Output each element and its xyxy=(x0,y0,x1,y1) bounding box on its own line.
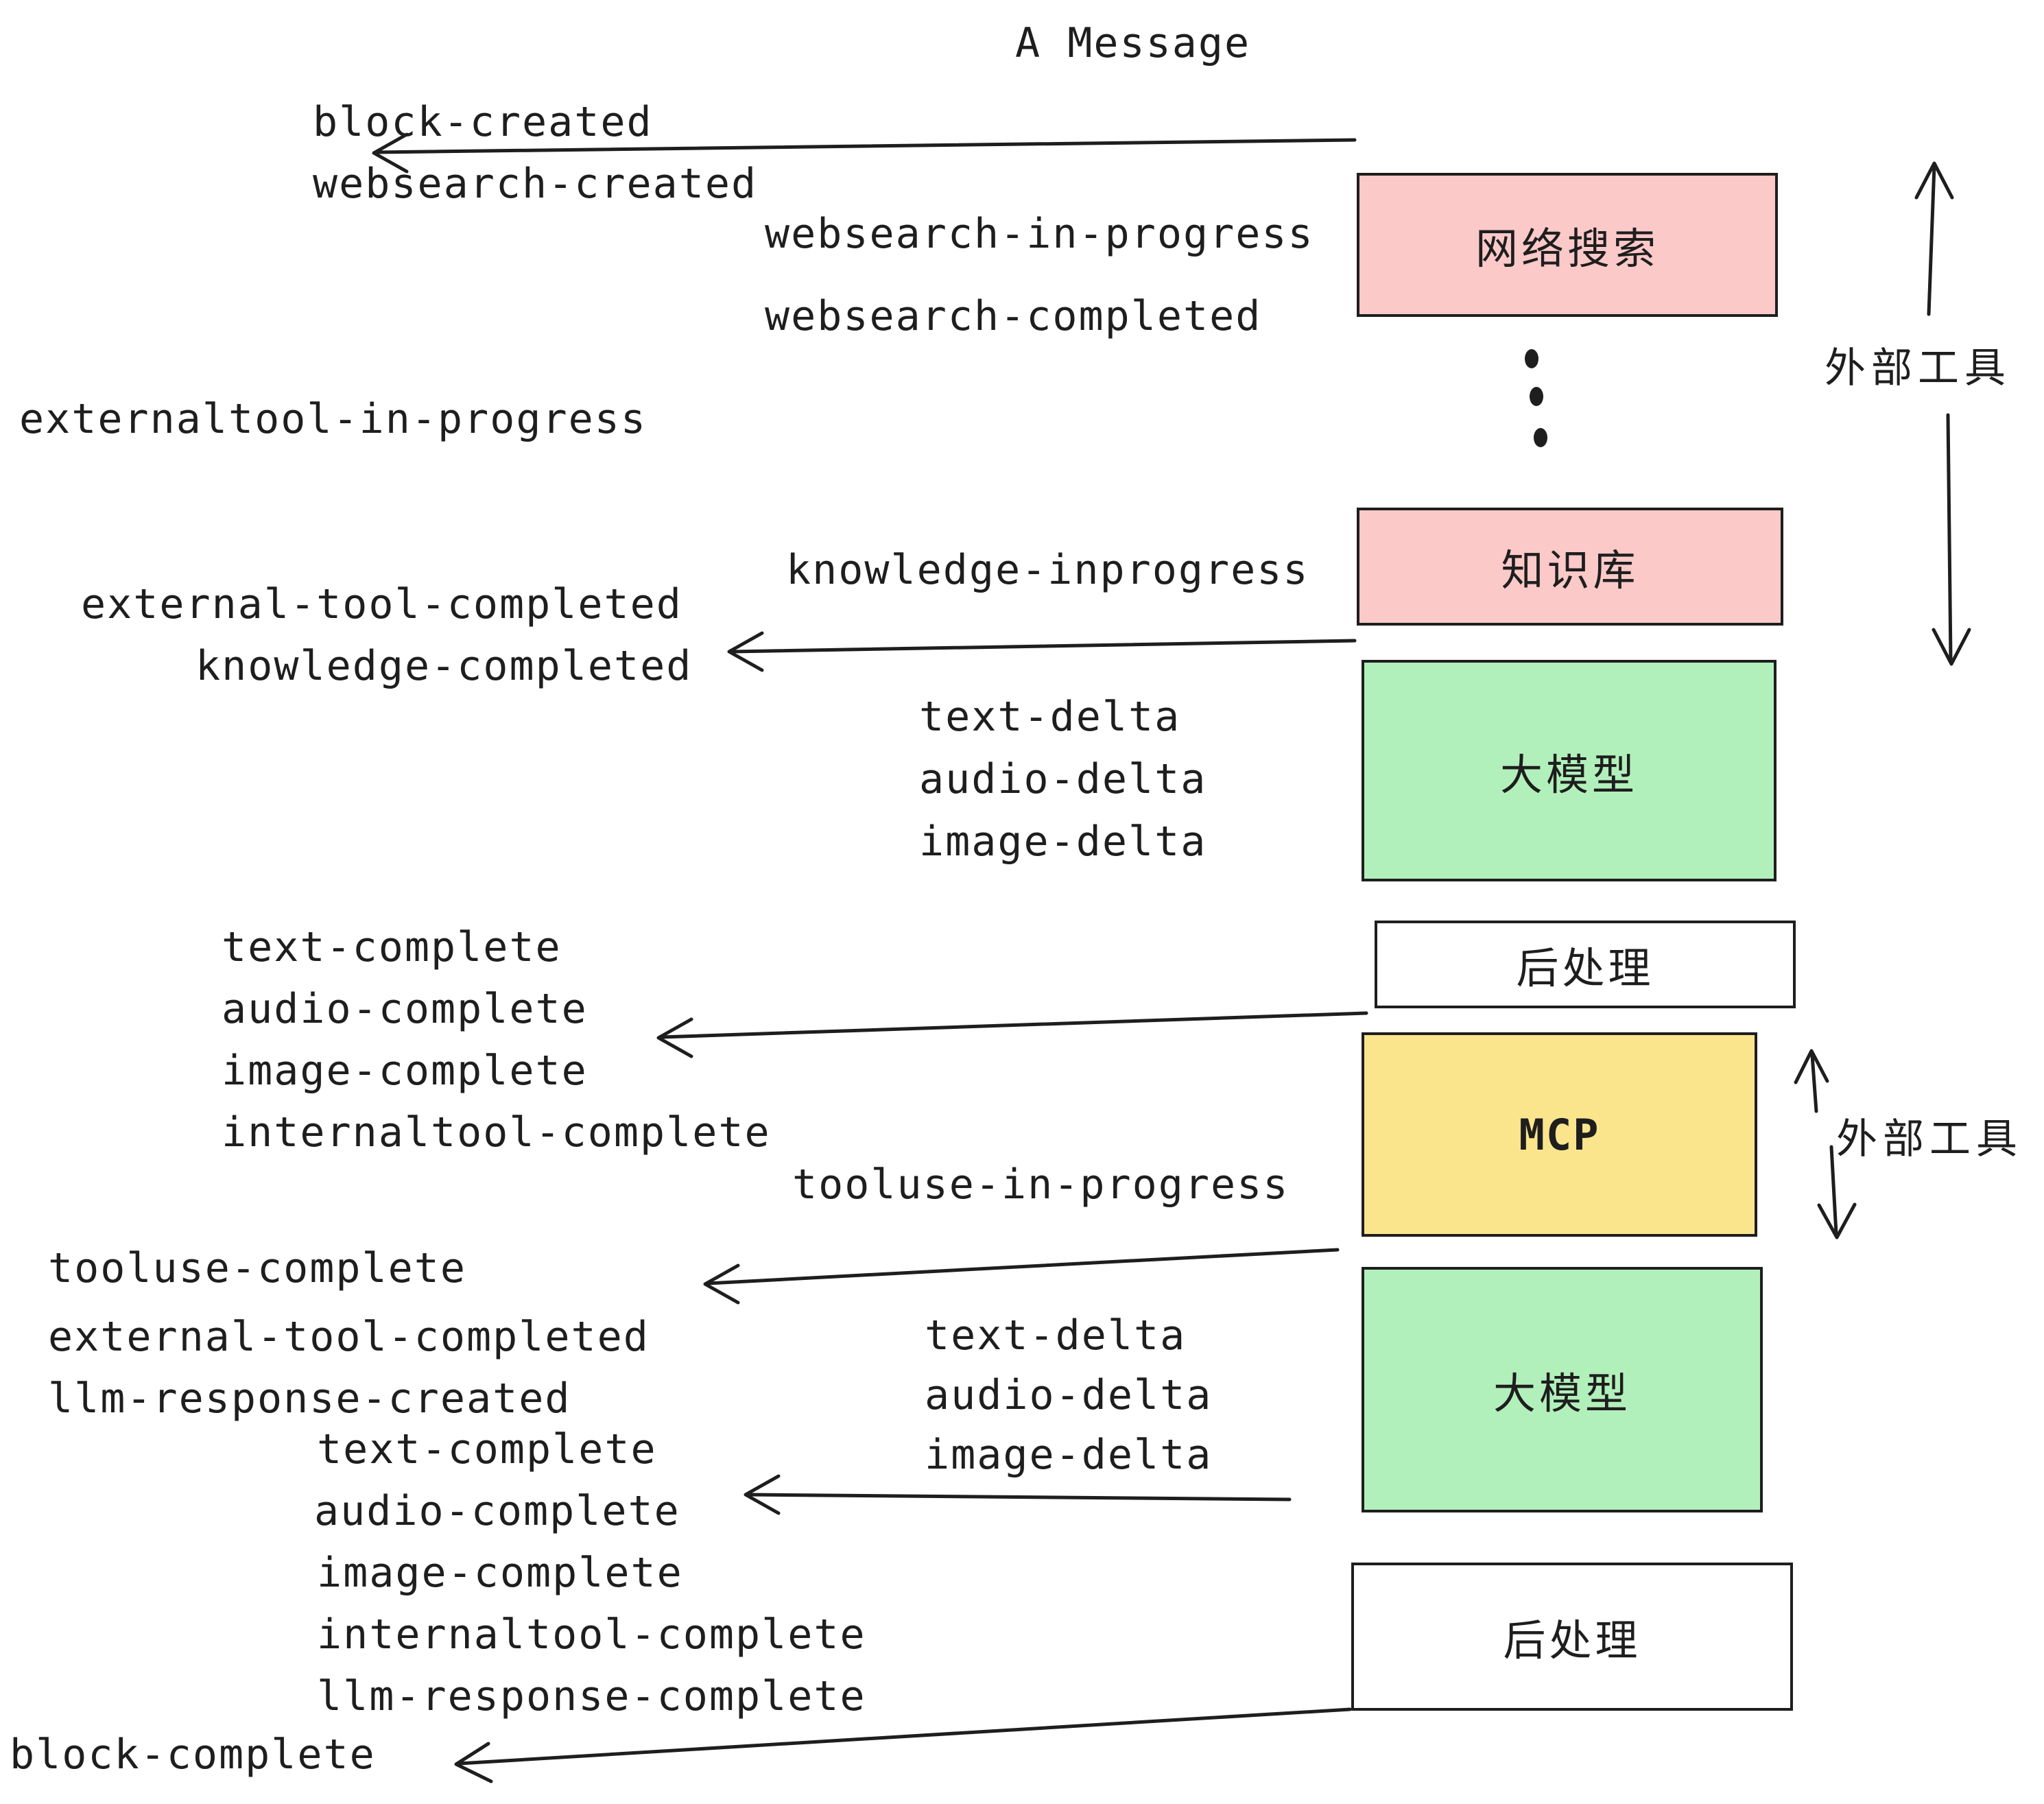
external-tools-label-2: 外部工具 xyxy=(1836,1116,2023,1162)
event-websearch-completed: websearch-completed xyxy=(765,292,1262,340)
arrow-to-image-complete xyxy=(656,1011,1368,1058)
box-llm-1: 大模型 xyxy=(1362,660,1776,881)
arrow-to-knowledge-completed xyxy=(727,631,1357,672)
external-tools-up-arrow-1 xyxy=(1914,161,1954,316)
event-block-created: block-created xyxy=(313,98,653,146)
box-postprocess-1-label: 后处理 xyxy=(1516,945,1654,993)
event-block-complete: block-complete xyxy=(10,1731,376,1779)
box-websearch: 网络搜索 xyxy=(1357,173,1778,317)
box-postprocess-2-label: 后处理 xyxy=(1503,1617,1641,1665)
event-websearch-created: websearch-created xyxy=(313,160,758,208)
ellipsis-dots xyxy=(1525,349,1547,447)
event-text-delta-1: text-delta xyxy=(919,693,1181,741)
event-text-delta-2: text-delta xyxy=(925,1312,1187,1360)
external-tools-down-arrow-1 xyxy=(1932,413,1971,666)
event-text-complete-1: text-complete xyxy=(222,923,562,971)
event-llm-response-created: llm-response-created xyxy=(48,1375,571,1423)
external-tools-up-arrow-2 xyxy=(1794,1049,1829,1113)
event-image-delta-1: image-delta xyxy=(919,818,1207,866)
event-text-complete-2: text-complete xyxy=(317,1425,657,1473)
box-postprocess-2: 后处理 xyxy=(1351,1563,1793,1711)
box-llm-2: 大模型 xyxy=(1362,1267,1763,1512)
box-websearch-label: 网络搜索 xyxy=(1475,226,1659,273)
event-external-tool-completed-2: external-tool-completed xyxy=(48,1313,650,1361)
box-knowledge-label: 知识库 xyxy=(1501,547,1639,595)
event-internaltool-complete-2: internaltool-complete xyxy=(317,1611,866,1659)
arrow-to-tooluse-complete xyxy=(703,1248,1340,1305)
event-externaltool-in-progress: externaltool-in-progress xyxy=(19,395,647,443)
event-tooluse-in-progress: tooluse-in-progress xyxy=(792,1161,1290,1209)
event-external-tool-completed: external-tool-completed xyxy=(81,580,682,628)
event-audio-delta-1: audio-delta xyxy=(919,755,1207,803)
box-mcp-label: MCP xyxy=(1519,1109,1600,1160)
box-llm-1-label: 大模型 xyxy=(1499,751,1638,799)
box-mcp: MCP xyxy=(1362,1032,1757,1237)
box-knowledge: 知识库 xyxy=(1357,508,1783,626)
event-internaltool-complete-1: internaltool-complete xyxy=(222,1108,771,1156)
event-audio-complete-2: audio-complete xyxy=(314,1487,680,1535)
box-postprocess-1: 后处理 xyxy=(1375,921,1796,1008)
event-tooluse-complete: tooluse-complete xyxy=(48,1244,466,1292)
arrow-to-audio-complete xyxy=(744,1474,1292,1515)
event-image-delta-2: image-delta xyxy=(925,1431,1213,1479)
box-llm-2-label: 大模型 xyxy=(1493,1370,1631,1418)
event-llm-response-complete: llm-response-complete xyxy=(317,1672,866,1720)
external-tools-label-1: 外部工具 xyxy=(1825,345,2011,391)
event-audio-complete-1: audio-complete xyxy=(222,985,588,1033)
event-websearch-in-progress: websearch-in-progress xyxy=(765,210,1314,258)
event-knowledge-completed: knowledge-completed xyxy=(195,642,693,690)
event-image-complete-1: image-complete xyxy=(222,1047,588,1095)
event-image-complete-2: image-complete xyxy=(317,1549,683,1597)
event-audio-delta-2: audio-delta xyxy=(925,1371,1213,1419)
diagram-title: A Message xyxy=(1015,19,1251,67)
event-knowledge-inprogress: knowledge-inprogress xyxy=(786,546,1309,594)
